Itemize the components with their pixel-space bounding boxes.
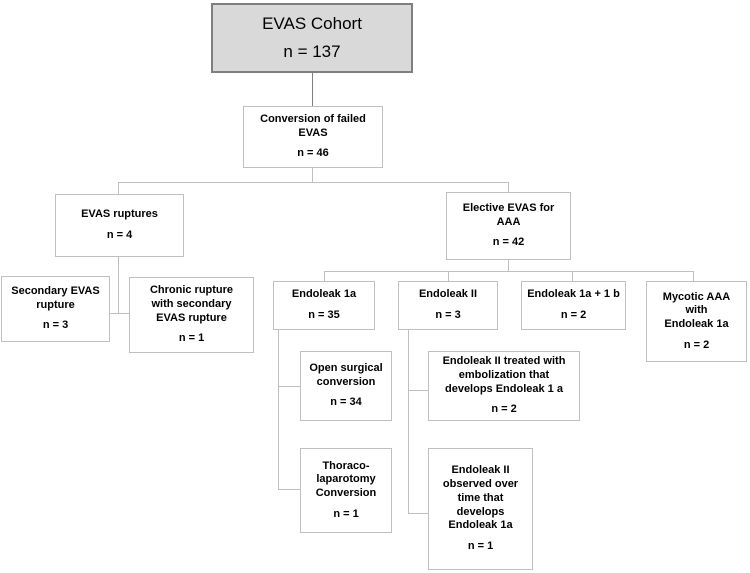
node-mycotic-aaa-title: Mycotic AAA with Endoleak 1a xyxy=(662,290,731,331)
node-mycotic-aaa-count: n = 2 xyxy=(683,338,710,351)
node-endoleak-ii-observed[interactable]: Endoleak II observed over time that deve… xyxy=(428,448,533,570)
edge-to-endoleak-ii-observed xyxy=(408,513,428,514)
edge-endoleak-1a-down xyxy=(278,330,279,490)
node-conversion-title: Conversion of failed EVAS xyxy=(260,112,366,139)
edge-to-open-surgical xyxy=(278,386,300,387)
node-endoleak-1a-1b-title: Endoleak 1a + 1 b xyxy=(527,288,620,301)
node-chronic-rupture-title: Chronic rupture with secondary EVAS rupt… xyxy=(149,284,234,324)
edge-evas-ruptures-down xyxy=(118,257,119,313)
edge-to-chronic-rupture xyxy=(118,313,129,314)
node-conversion-count: n = 46 xyxy=(297,147,329,160)
edge-endoleak-ii-down xyxy=(408,330,409,513)
edge-elective-split xyxy=(324,271,693,272)
node-elective-evas-title: Elective EVAS for AAA xyxy=(462,201,555,228)
edge-elective-down xyxy=(508,260,509,271)
node-endoleak-1a[interactable]: Endoleak 1a n = 35 xyxy=(273,281,375,330)
edge-to-elective-evas xyxy=(508,182,509,194)
node-thoraco[interactable]: Thoraco- laparotomy Conversion n = 1 xyxy=(300,448,392,533)
node-open-surgical-count: n = 34 xyxy=(330,396,362,409)
node-endoleak-1a-count: n = 35 xyxy=(308,309,340,321)
edge-conversion-down xyxy=(312,168,313,182)
node-endoleak-ii-count: n = 3 xyxy=(435,309,461,321)
edge-to-endoleak-ii xyxy=(448,271,449,281)
edge-conversion-split xyxy=(118,182,509,183)
node-endoleak-ii-observed-count: n = 1 xyxy=(467,540,494,552)
node-evas-ruptures[interactable]: EVAS ruptures n = 4 xyxy=(55,194,184,257)
node-secondary-rupture-count: n = 3 xyxy=(42,319,69,332)
node-secondary-rupture-title: Secondary EVAS rupture xyxy=(11,284,100,311)
edge-to-endoleak-1a xyxy=(324,271,325,281)
node-endoleak-ii-embolization-title: Endoleak II treated with embolization th… xyxy=(442,355,566,395)
edge-to-mycotic-aaa xyxy=(693,271,694,281)
node-mycotic-aaa[interactable]: Mycotic AAA with Endoleak 1a n = 2 xyxy=(646,281,747,362)
node-chronic-rupture[interactable]: Chronic rupture with secondary EVAS rupt… xyxy=(129,277,254,353)
node-root-count: n = 137 xyxy=(283,41,341,61)
node-endoleak-ii-title: Endoleak II xyxy=(418,288,478,301)
edge-to-endoleak-ii-embolization xyxy=(408,390,428,391)
edge-to-secondary-rupture xyxy=(110,313,119,314)
node-evas-ruptures-count: n = 4 xyxy=(106,229,133,241)
node-endoleak-ii[interactable]: Endoleak II n = 3 xyxy=(398,281,498,330)
node-open-surgical[interactable]: Open surgical conversion n = 34 xyxy=(300,351,392,421)
node-endoleak-ii-embolization[interactable]: Endoleak II treated with embolization th… xyxy=(428,351,580,421)
node-chronic-rupture-count: n = 1 xyxy=(178,332,205,345)
node-thoraco-count: n = 1 xyxy=(333,507,359,520)
node-conversion[interactable]: Conversion of failed EVAS n = 46 xyxy=(243,106,383,168)
edge-to-endoleak-1a-1b xyxy=(572,271,573,281)
node-elective-evas-count: n = 42 xyxy=(492,236,525,249)
node-open-surgical-title: Open surgical conversion xyxy=(309,361,383,388)
edge-to-thoraco xyxy=(278,489,300,490)
node-secondary-rupture[interactable]: Secondary EVAS rupture n = 3 xyxy=(1,276,110,342)
edge-to-evas-ruptures xyxy=(118,182,119,194)
node-endoleak-1a-1b[interactable]: Endoleak 1a + 1 b n = 2 xyxy=(521,281,626,330)
node-endoleak-1a-1b-count: n = 2 xyxy=(560,309,587,321)
node-endoleak-ii-observed-title: Endoleak II observed over time that deve… xyxy=(442,464,519,532)
node-endoleak-1a-title: Endoleak 1a xyxy=(291,288,357,301)
node-root-title: EVAS Cohort xyxy=(262,14,362,34)
node-root[interactable]: EVAS Cohort n = 137 xyxy=(211,3,413,73)
node-thoraco-title: Thoraco- laparotomy Conversion xyxy=(315,459,377,500)
node-evas-ruptures-title: EVAS ruptures xyxy=(81,208,158,221)
node-endoleak-ii-embolization-count: n = 2 xyxy=(491,403,517,416)
node-elective-evas[interactable]: Elective EVAS for AAA n = 42 xyxy=(446,192,571,260)
edge-root-to-conversion xyxy=(312,72,313,106)
